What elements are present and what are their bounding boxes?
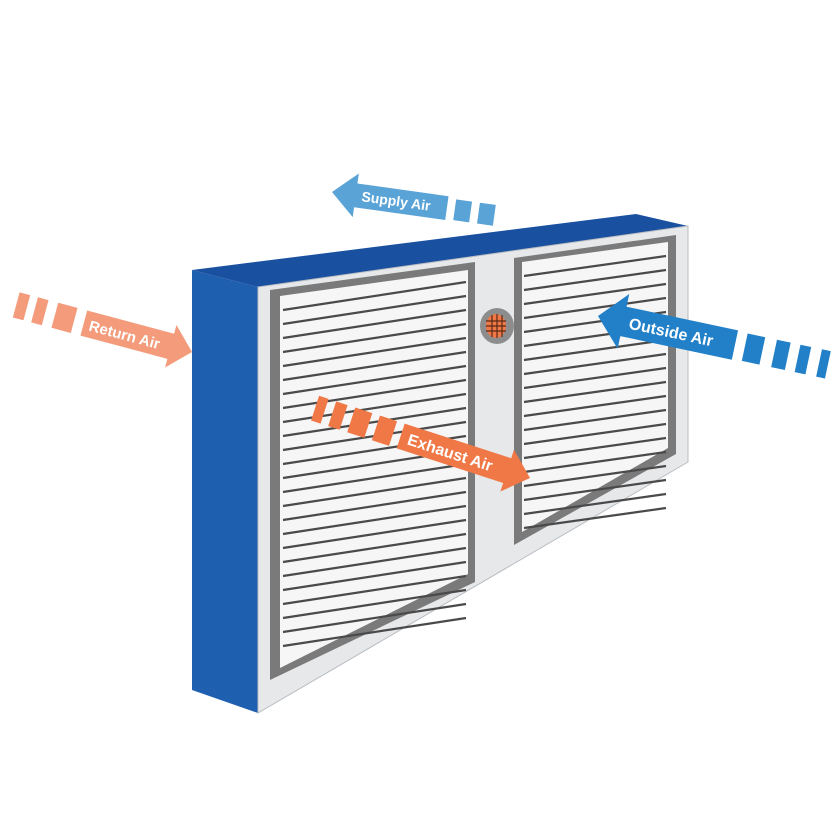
outside-air-dash [771,339,791,371]
exhaust-air-dash [328,401,348,430]
outside-air-dash [741,333,766,365]
outside-air-dash [794,344,812,375]
return-air-dash [31,297,49,326]
outside-air-dash [816,349,831,379]
housing-side [192,270,258,713]
exhaust-air-dash [311,395,329,424]
exhaust-air-dash [371,415,398,446]
left-panel-slats [282,280,467,648]
return-air-arrow: Return Air [12,292,192,368]
outside-air-arrow-body [598,294,739,360]
supply-air-dash [477,202,496,226]
exhaust-air-arrow-body [396,423,530,492]
return-air-arrow-body [80,310,192,368]
supply-air-arrow-body [332,173,449,221]
supply-air-dash [453,199,473,223]
return-air-dash [51,302,78,333]
right-panel-slats [523,254,667,530]
housing-top [192,214,688,287]
supply-air-arrow: Supply Air [332,173,496,226]
grille-port-icon [480,308,514,344]
exhaust-air-dash [347,407,373,438]
return-air-dash [12,292,31,321]
right-panel [522,242,668,532]
